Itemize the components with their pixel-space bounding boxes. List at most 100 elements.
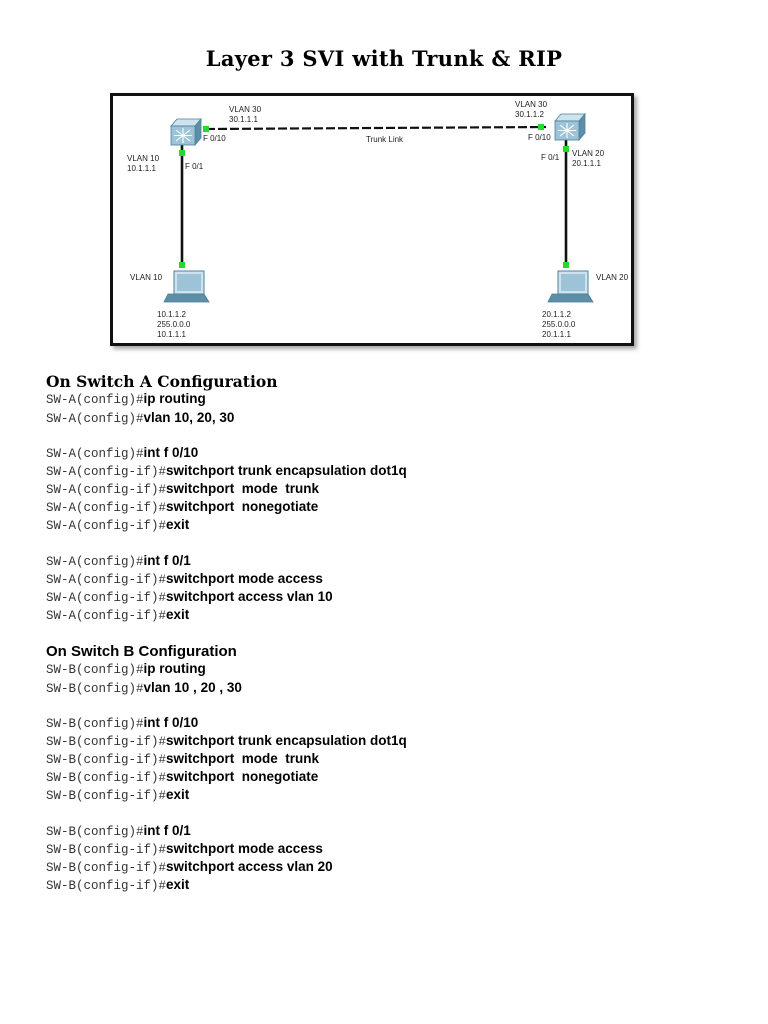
cli-prompt: SW-A(config)#	[46, 412, 144, 426]
cli-prompt: SW-A(config-if)#	[46, 519, 167, 533]
cli-prompt: SW-A(config)#	[46, 447, 144, 461]
cli-command: int f 0/10	[143, 445, 199, 460]
switch-b-vlan30-label: VLAN 30	[515, 100, 548, 109]
trunk-link-label: Trunk Link	[366, 135, 404, 144]
cli-command: switchport access vlan 10	[166, 589, 333, 604]
cli-command: exit	[166, 517, 190, 532]
config-line: SW-A(config-if)#switchport access vlan 1…	[46, 588, 333, 606]
cli-command: int f 0/1	[143, 823, 191, 838]
config-line: SW-B(config-if)#switchport nonegotiate	[46, 768, 318, 786]
port-dot-b-trunk	[538, 124, 544, 130]
cli-command: switchport nonegotiate	[166, 499, 319, 514]
config-line: SW-A(config)#int f 0/10	[46, 444, 198, 462]
port-dot-b-access	[563, 146, 569, 152]
switch-a-icon	[170, 117, 202, 147]
switch-b-vlan20-ip: 20.1.1.1	[572, 159, 601, 168]
cli-command: switchport trunk encapsulation dot1q	[166, 463, 407, 478]
pc-b-ip: 20.1.1.2	[542, 310, 571, 319]
cli-command: ip routing	[143, 391, 206, 406]
switch-a-vlan30-ip: 30.1.1.1	[229, 115, 258, 124]
pc-a-ip: 10.1.1.2	[157, 310, 186, 319]
cli-prompt: SW-B(config-if)#	[46, 789, 167, 803]
cli-command: vlan 10 , 20 , 30	[143, 680, 242, 695]
cli-command: exit	[166, 877, 190, 892]
config-line: SW-B(config-if)#switchport access vlan 2…	[46, 858, 333, 876]
cli-command: exit	[166, 787, 190, 802]
config-line: SW-B(config-if)#exit	[46, 786, 189, 804]
cli-prompt: SW-A(config-if)#	[46, 609, 167, 623]
cli-prompt: SW-A(config-if)#	[46, 591, 167, 605]
cli-prompt: SW-B(config-if)#	[46, 861, 167, 875]
switch-b-trunk-port: F 0/10	[528, 133, 551, 142]
pc-a-icon	[163, 270, 210, 303]
pc-b-icon	[547, 270, 594, 303]
cli-command: int f 0/1	[143, 553, 191, 568]
switch-b-heading: On Switch B Configuration	[46, 643, 237, 660]
config-line: SW-A(config-if)#switchport mode trunk	[46, 480, 319, 498]
trunk-link	[205, 125, 547, 131]
cli-prompt: SW-A(config-if)#	[46, 465, 167, 479]
pc-a-mask: 255.0.0.0	[157, 320, 191, 329]
config-line: SW-B(config)#int f 0/10	[46, 714, 198, 732]
cli-command: exit	[166, 607, 190, 622]
port-dot-pc-b	[563, 262, 569, 268]
cli-command: switchport mode access	[166, 841, 323, 856]
cli-command: vlan 10, 20, 30	[143, 410, 235, 425]
port-dot-a-trunk	[203, 126, 209, 132]
switch-a-vlan30-label: VLAN 30	[229, 105, 262, 114]
switch-a-vlan10-label: VLAN 10	[127, 154, 160, 163]
cli-prompt: SW-B(config-if)#	[46, 879, 167, 893]
cli-prompt: SW-A(config-if)#	[46, 501, 167, 515]
config-line: SW-B(config-if)#switchport mode access	[46, 840, 323, 858]
config-line: SW-A(config-if)#switchport nonegotiate	[46, 498, 318, 516]
config-line: SW-B(config-if)#exit	[46, 876, 189, 894]
config-line: SW-A(config-if)#exit	[46, 516, 189, 534]
network-topology-diagram: VLAN 30 30.1.1.1 F 0/10 VLAN 10 10.1.1.1…	[110, 93, 634, 346]
config-line: SW-A(config-if)#switchport mode access	[46, 570, 323, 588]
config-line: SW-A(config-if)#exit	[46, 606, 189, 624]
config-line: SW-A(config)#ip routing	[46, 390, 206, 408]
cli-prompt: SW-B(config-if)#	[46, 735, 167, 749]
config-line: SW-B(config)#int f 0/1	[46, 822, 191, 840]
config-line: SW-A(config-if)#switchport trunk encapsu…	[46, 462, 407, 480]
cli-command: int f 0/10	[143, 715, 199, 730]
switch-a-vlan10-ip: 10.1.1.1	[127, 164, 156, 173]
pc-a-vlan-label: VLAN 10	[130, 273, 163, 282]
cli-command: switchport mode access	[166, 571, 323, 586]
config-line: SW-B(config)#vlan 10 , 20 , 30	[46, 679, 242, 697]
config-line: SW-A(config)#int f 0/1	[46, 552, 191, 570]
cli-prompt: SW-A(config)#	[46, 555, 144, 569]
cli-command: ip routing	[143, 661, 206, 676]
cli-prompt: SW-B(config)#	[46, 825, 144, 839]
config-line: SW-B(config-if)#switchport trunk encapsu…	[46, 732, 407, 750]
page-title: Layer 3 SVI with Trunk & RIP	[205, 46, 563, 71]
cli-prompt: SW-B(config-if)#	[46, 753, 167, 767]
switch-a-access-port: F 0/1	[185, 162, 204, 171]
cli-prompt: SW-B(config-if)#	[46, 843, 167, 857]
switch-b-vlan30-ip: 30.1.1.2	[515, 110, 544, 119]
cli-prompt: SW-B(config)#	[46, 663, 144, 677]
cli-prompt: SW-A(config)#	[46, 393, 144, 407]
cli-command: switchport mode trunk	[166, 481, 320, 496]
cli-prompt: SW-B(config)#	[46, 717, 144, 731]
pc-b-mask: 255.0.0.0	[542, 320, 576, 329]
switch-a-heading: On Switch A Configuration	[46, 372, 278, 391]
cli-prompt: SW-A(config-if)#	[46, 573, 167, 587]
port-dot-pc-a	[179, 262, 185, 268]
cli-command: switchport trunk encapsulation dot1q	[166, 733, 407, 748]
config-line: SW-B(config)#ip routing	[46, 660, 206, 678]
config-line: SW-B(config-if)#switchport mode trunk	[46, 750, 319, 768]
cli-command: switchport access vlan 20	[166, 859, 333, 874]
pc-a-gateway: 10.1.1.1	[157, 330, 186, 339]
topology-svg: VLAN 30 30.1.1.1 F 0/10 VLAN 10 10.1.1.1…	[127, 100, 629, 339]
cli-prompt: SW-A(config-if)#	[46, 483, 167, 497]
switch-b-icon	[554, 112, 586, 142]
pc-b-vlan-label: VLAN 20	[596, 273, 629, 282]
config-line: SW-A(config)#vlan 10, 20, 30	[46, 409, 234, 427]
cli-command: switchport nonegotiate	[166, 769, 319, 784]
pc-b-gateway: 20.1.1.1	[542, 330, 571, 339]
switch-b-access-port: F 0/1	[541, 153, 560, 162]
switch-a-trunk-port: F 0/10	[203, 134, 226, 143]
switch-b-vlan20-label: VLAN 20	[572, 149, 605, 158]
cli-prompt: SW-B(config-if)#	[46, 771, 167, 785]
